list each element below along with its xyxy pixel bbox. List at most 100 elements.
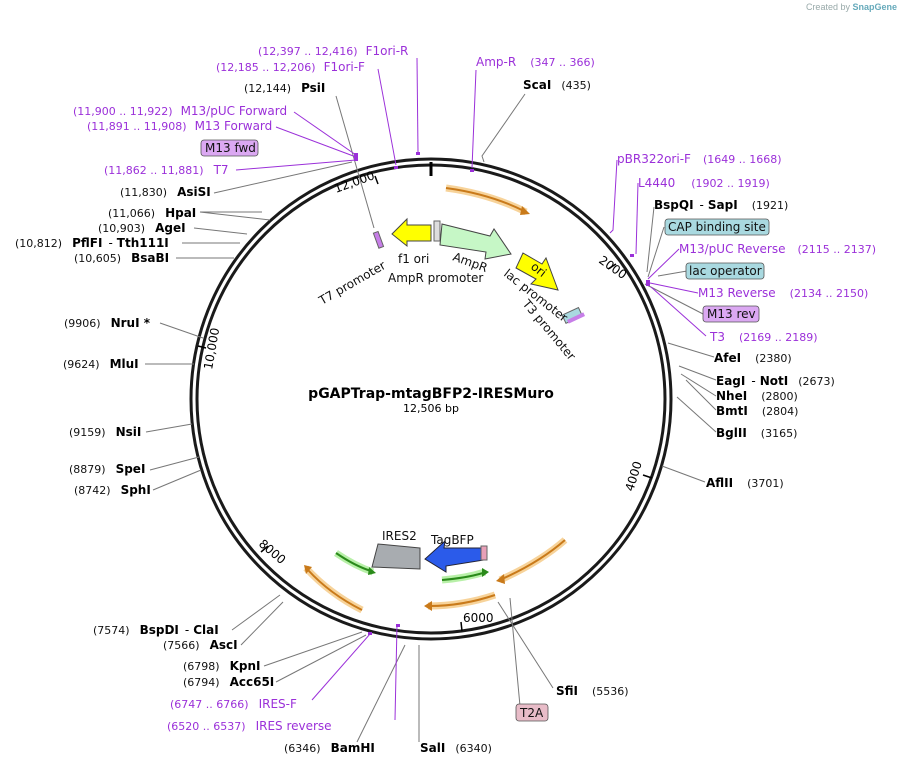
site-spei: (8879)SpeI bbox=[69, 462, 145, 476]
primer-markers bbox=[354, 152, 650, 635]
tagbfp-label: TagBFP bbox=[430, 533, 474, 547]
primer-lines bbox=[235, 57, 707, 721]
site-bmti: BmtI(2804) bbox=[716, 404, 798, 418]
site-asisi: (11,830)AsiSI bbox=[120, 185, 211, 199]
orf-arc-left-head bbox=[304, 565, 312, 574]
site-bamhi: (6346)BamHI bbox=[284, 741, 375, 755]
m13-rev-block bbox=[566, 312, 586, 324]
green-arc-right-head bbox=[482, 568, 489, 577]
primer-amp-r: Amp-R(347 .. 366) bbox=[476, 55, 595, 69]
tick-2000 bbox=[607, 263, 617, 270]
primer-ires-f: (6747 .. 6766)IRES-F bbox=[170, 697, 297, 711]
orf-arc-top bbox=[445, 184, 528, 216]
primer-m13-rev: M13 Reverse(2134 .. 2150) bbox=[698, 286, 868, 300]
ampr-arrow bbox=[439, 223, 512, 260]
site-nsii: (9159)NsiI bbox=[69, 425, 141, 439]
t7-promoter-label: T7 promoter bbox=[316, 258, 388, 308]
primer-l4440: L4440(1902 .. 1919) bbox=[638, 176, 770, 190]
t7-promoter-arrow bbox=[391, 217, 432, 248]
orf-arc-lower-right bbox=[498, 537, 568, 584]
m13-fwd-box bbox=[200, 139, 259, 157]
cap-binding-box bbox=[664, 218, 770, 236]
tick-4000 bbox=[642, 474, 653, 479]
ori-arrow bbox=[515, 252, 559, 291]
ampr-promoter-label: AmpR promoter bbox=[388, 271, 483, 285]
tick-12000 bbox=[374, 175, 379, 185]
lac-operator-box-label: lac operator bbox=[689, 264, 762, 278]
ires2-label: IRES2 bbox=[382, 529, 417, 543]
orf-arc-bottom-line bbox=[429, 594, 496, 607]
plasmid-name: pGAPTrap-mtagBFP2-IRESMuro bbox=[308, 386, 554, 402]
site-aflii: AflII(3701) bbox=[706, 476, 784, 490]
orf-arc-left-line bbox=[307, 569, 363, 611]
snapgene-credit: Created by SnapGene bbox=[806, 2, 897, 12]
site-agei: (10,903)AgeI bbox=[98, 221, 186, 235]
site-sali: SalI(6340) bbox=[420, 741, 492, 755]
tick-8000 bbox=[260, 545, 269, 553]
tick-label-10000: 10,000 bbox=[201, 327, 222, 371]
site-hpai: (11,066)HpaI bbox=[108, 206, 196, 220]
site-sphi: (8742)SphI bbox=[74, 483, 151, 497]
site-asci: (7566)AscI bbox=[163, 638, 238, 652]
tick-6000 bbox=[460, 621, 463, 632]
site-pflfi: (10,812)PflFI-Tth111I bbox=[15, 236, 169, 250]
site-scai: ScaI(435) bbox=[523, 78, 591, 92]
primer-m13puc-fwd: (11,900 .. 11,922)M13/pUC Forward bbox=[73, 104, 287, 118]
t2a-block bbox=[480, 545, 488, 561]
backbone-outer bbox=[189, 157, 673, 641]
t7-small-block bbox=[372, 230, 385, 249]
lac-operator-box bbox=[685, 262, 765, 280]
plasmid-length: 12,506 bp bbox=[403, 402, 459, 415]
t2a-box-label: T2A bbox=[519, 706, 544, 720]
orf-arrows bbox=[303, 184, 568, 614]
leader-lines bbox=[145, 93, 717, 743]
primer-ires-reverse: (6520 .. 6537)IRES reverse bbox=[167, 719, 332, 733]
primer-f1ori-r: (12,397 .. 12,416)F1ori-R bbox=[258, 44, 408, 58]
site-bspqi: BspQI-SapI(1921) bbox=[654, 198, 788, 212]
t2a-box bbox=[515, 703, 549, 722]
site-bglii: BglII(3165) bbox=[716, 426, 797, 440]
green-arc-left-head bbox=[368, 567, 376, 575]
orf-arc-bottom-head bbox=[424, 601, 432, 611]
primer-t3: T3(2169 .. 2189) bbox=[709, 330, 818, 344]
primer-pbr322ori-f: pBR322ori-F(1649 .. 1668) bbox=[617, 152, 782, 166]
tagbfp-arrow bbox=[424, 539, 485, 573]
primer-m13puc-rev: M13/pUC Reverse(2115 .. 2137) bbox=[679, 242, 876, 256]
credit-prefix: Created by bbox=[805, 2, 850, 12]
site-bspdi: (7574)BspDI-ClaI bbox=[93, 623, 219, 637]
ires2-arrow bbox=[371, 543, 421, 570]
tick-label-6000: 6000 bbox=[463, 611, 494, 625]
f1-ori-label: f1 ori bbox=[398, 252, 429, 266]
cap-binding-box-label: CAP binding site bbox=[668, 220, 766, 234]
m13-rev-box bbox=[702, 305, 760, 323]
site-mlui: (9624)MluI bbox=[63, 357, 139, 371]
orf-arc-lower-right-head bbox=[496, 574, 505, 584]
site-bsabi: (10,605)BsaBI bbox=[74, 251, 169, 265]
m13-fwd-box-label: M13 fwd bbox=[205, 141, 256, 155]
orf-arc-top-head bbox=[520, 206, 530, 215]
site-afei: AfeI(2380) bbox=[714, 351, 792, 365]
inner-features bbox=[371, 217, 586, 573]
tick-marks bbox=[197, 175, 653, 632]
credit-brand: SnapGene bbox=[852, 2, 897, 12]
orf-arc-left bbox=[303, 565, 364, 614]
site-acc65i: (6794)Acc65I bbox=[183, 675, 274, 689]
site-sfii: SfiI(5536) bbox=[556, 684, 629, 698]
primer-f1ori-f: (12,185 .. 12,206)F1ori-F bbox=[216, 60, 365, 74]
orf-arc-top-line bbox=[445, 187, 525, 212]
orf-arc-lower-right-line bbox=[501, 539, 566, 580]
site-psii: (12,144)PsiI bbox=[244, 81, 325, 95]
primer-m13-fwd: (11,891 .. 11,908)M13 Forward bbox=[87, 119, 272, 133]
green-arc-right-line bbox=[441, 572, 484, 581]
tick-10000 bbox=[197, 345, 207, 349]
f1-ori-block bbox=[433, 220, 441, 242]
m13-rev-box-label: M13 rev bbox=[707, 307, 756, 321]
site-nhei: NheI(2800) bbox=[716, 389, 798, 403]
green-arc-left-line bbox=[335, 552, 372, 572]
site-nrui: (9906)NruI * bbox=[64, 316, 151, 330]
primer-t7: (11,862 .. 11,881)T7 bbox=[104, 163, 229, 177]
tick-label-4000: 4000 bbox=[622, 460, 644, 493]
boxed-labels: M13 fwd CAP binding site lac operator M1… bbox=[200, 139, 770, 722]
site-kpni: (6798)KpnI bbox=[183, 659, 260, 673]
